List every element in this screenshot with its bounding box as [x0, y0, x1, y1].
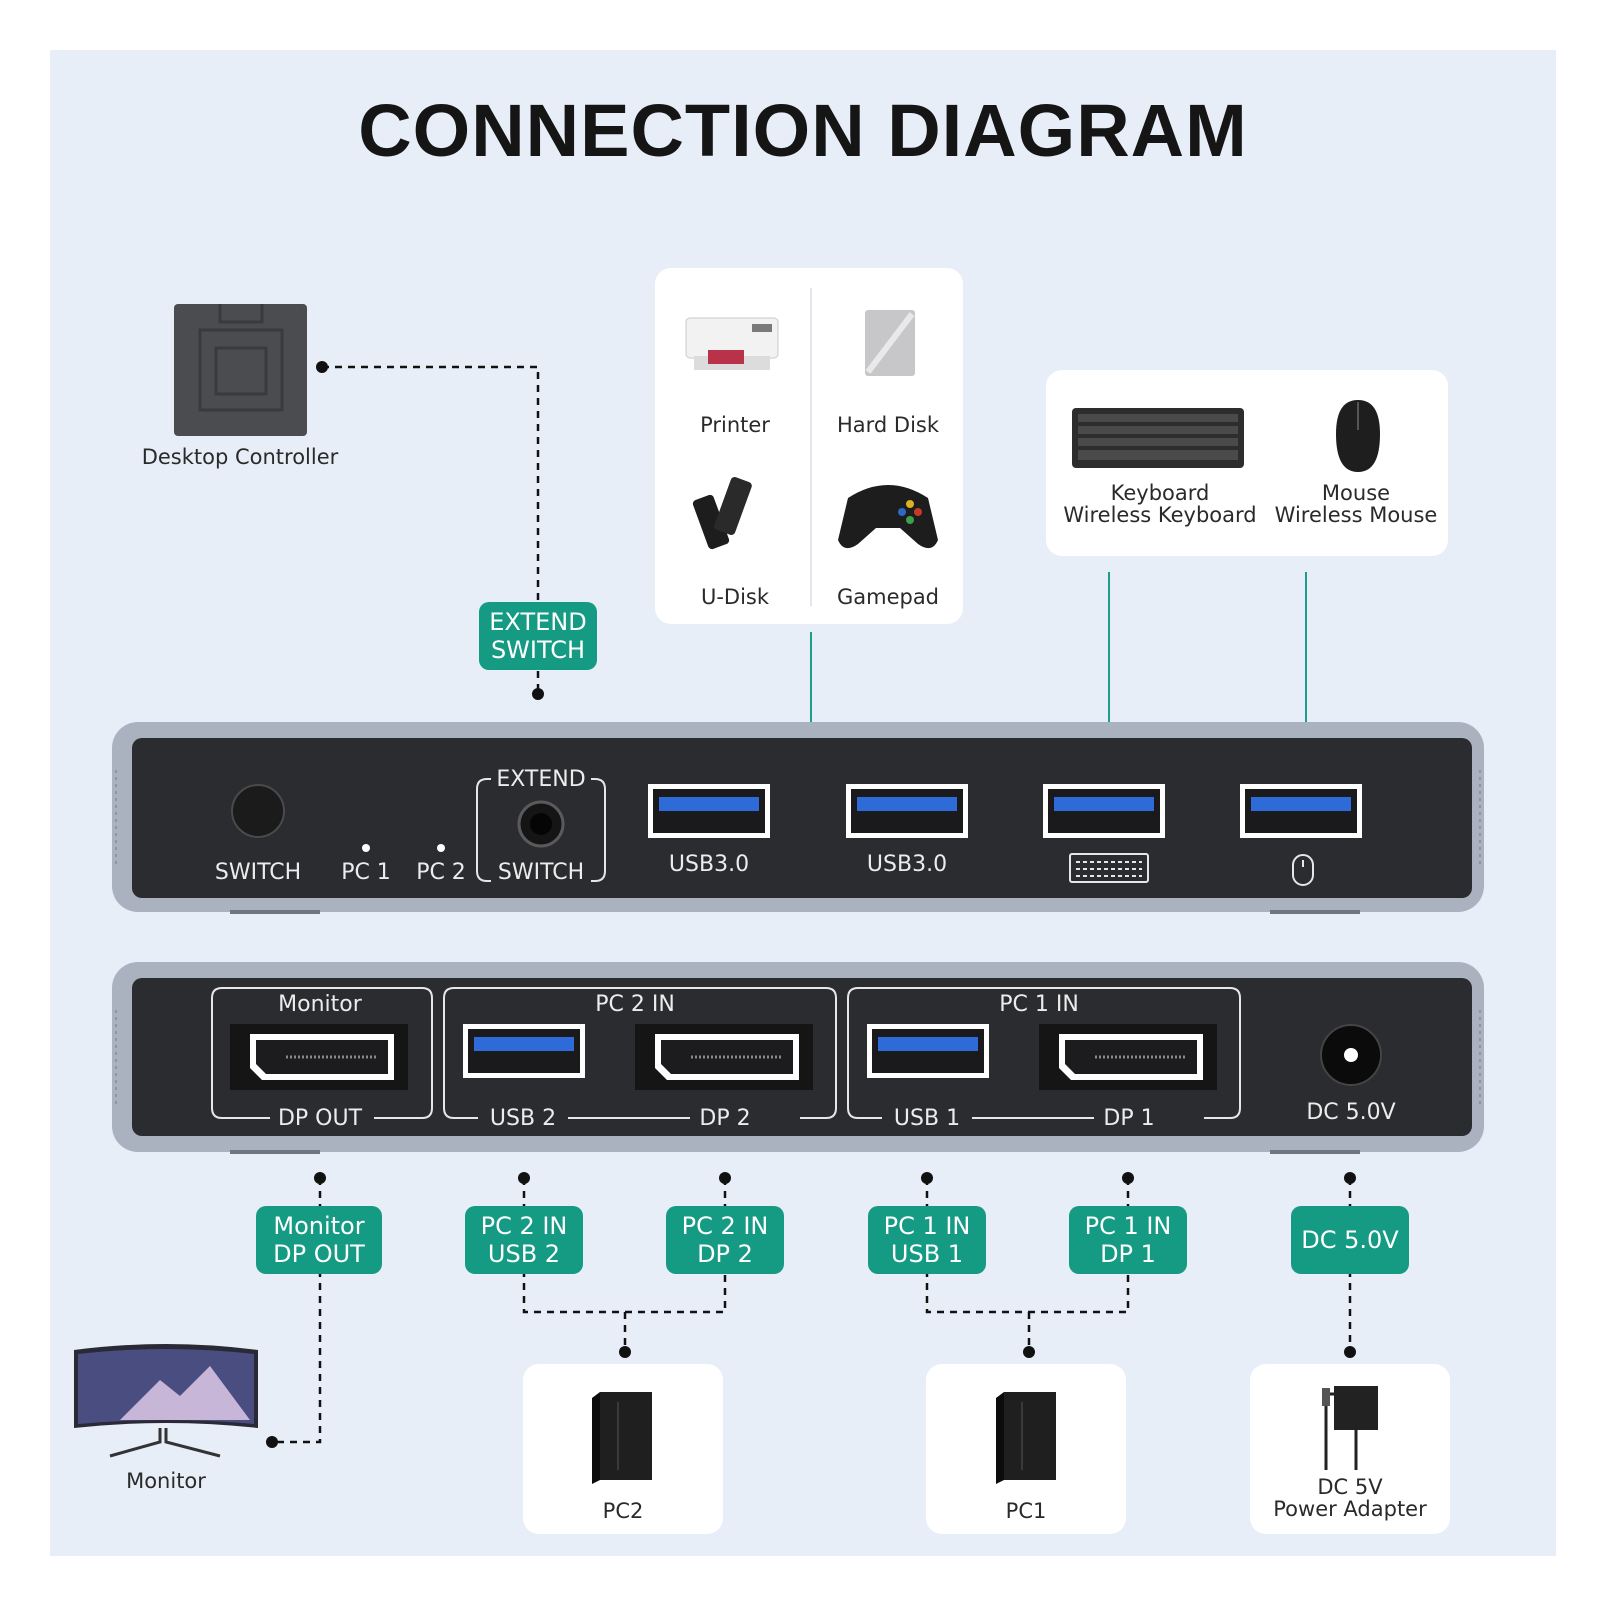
back-pc2-in-label: PC 2 IN [595, 992, 675, 1017]
back-usb1-label: USB 1 [882, 1106, 972, 1131]
back-dc-label: DC 5.0V [1306, 1100, 1396, 1125]
front-extend-switch-label: SWITCH [491, 860, 591, 885]
gamepad-label: Gamepad [836, 585, 940, 609]
desktop-controller-image [174, 304, 307, 436]
back-monitor-label: Monitor [278, 992, 362, 1017]
pc2-image [592, 1392, 652, 1484]
front-usb-b-label: USB3.0 [866, 852, 948, 877]
controller-connector [316, 361, 544, 700]
front-extend-label: EXTEND [491, 767, 591, 792]
gamepad-image [838, 485, 938, 549]
back-connectors [272, 1178, 1352, 1444]
hard-disk-image [865, 310, 915, 376]
back-pc1-in-label: PC 1 IN [999, 992, 1079, 1017]
front-usb-a-label: USB3.0 [668, 852, 750, 877]
hard-disk-label: Hard Disk [836, 413, 940, 437]
front-pc1-label: PC 1 [341, 860, 391, 885]
pc1-label: PC1 [1005, 1499, 1047, 1523]
pc1-image [996, 1392, 1056, 1484]
kvm-front-panel [112, 722, 1484, 914]
u-disk-label: U-Disk [700, 585, 770, 609]
printer-image [685, 317, 779, 370]
page-title: CONNECTION DIAGRAM [358, 89, 1248, 172]
desktop-controller-label: Desktop Controller [141, 445, 339, 469]
printer-label: Printer [700, 413, 770, 437]
keyboard-image [1072, 408, 1244, 468]
kvm-back-panel [112, 962, 1484, 1154]
mouse-image [1336, 400, 1380, 472]
power-adapter-image [1322, 1386, 1378, 1470]
back-dp2-label: DP 2 [690, 1106, 760, 1131]
front-pc2-label: PC 2 [416, 860, 466, 885]
back-dp1-label: DP 1 [1094, 1106, 1164, 1131]
u-disk-image [692, 477, 752, 550]
front-switch-label: SWITCH [214, 860, 302, 885]
keyboard-icon [1069, 853, 1149, 883]
tag-dc: DC 5.0V [1291, 1206, 1409, 1274]
back-usb2-label: USB 2 [478, 1106, 568, 1131]
back-dp-out-label: DP OUT [270, 1106, 370, 1131]
monitor-image [74, 1344, 258, 1458]
pc2-label: PC2 [602, 1499, 644, 1523]
mouse-icon [1292, 854, 1314, 886]
monitor-label: Monitor [126, 1469, 206, 1493]
